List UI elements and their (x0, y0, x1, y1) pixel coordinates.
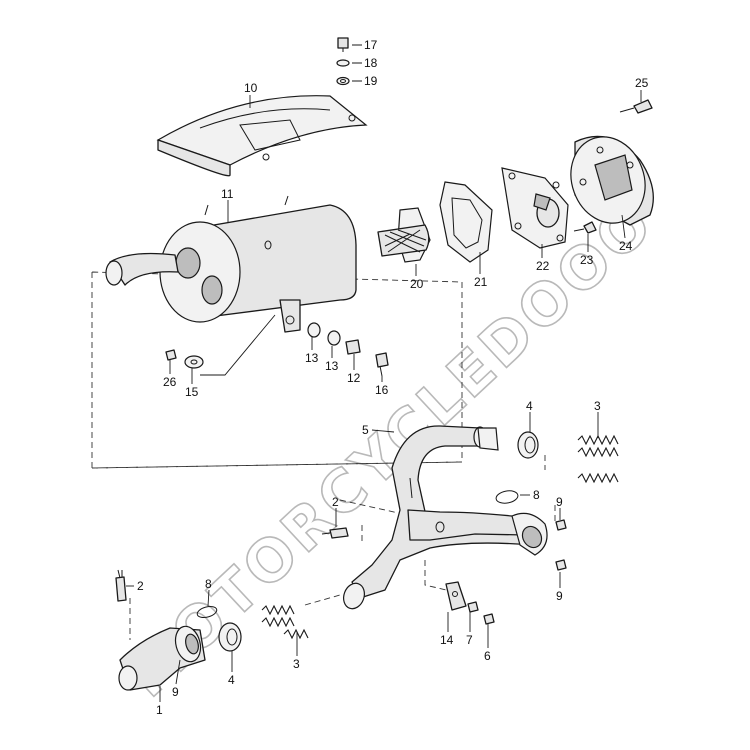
end-cap (570, 135, 654, 226)
callout-10: 10 (244, 81, 258, 95)
callout-20: 20 (410, 277, 424, 291)
callout-9a: 9 (556, 495, 563, 509)
heat-shield (156, 95, 368, 177)
springs-upper (577, 434, 619, 484)
callout-3a: 3 (594, 399, 601, 413)
leader-lines (126, 44, 642, 702)
callout-8a: 8 (533, 488, 540, 502)
callout-22: 22 (536, 259, 550, 273)
nut-9-lower (555, 559, 567, 571)
callout-17: 17 (364, 38, 378, 52)
callout-9c: 9 (172, 685, 179, 699)
springs-lower (261, 604, 309, 640)
callout-26: 26 (163, 375, 177, 389)
front-pipe (118, 625, 206, 691)
callout-16: 16 (375, 383, 389, 397)
bolt-7 (467, 601, 479, 613)
callout-9b: 9 (556, 589, 563, 603)
gasket (439, 181, 493, 263)
callout-5: 5 (362, 423, 369, 437)
callout-13a: 13 (305, 351, 319, 365)
callout-23: 23 (580, 253, 594, 267)
muffler-body (105, 195, 357, 333)
callout-21: 21 (474, 275, 488, 289)
callout-8b: 8 (205, 577, 212, 591)
callout-24: 24 (619, 239, 633, 253)
bolt-25 (619, 99, 653, 114)
seal-ring-lower (218, 622, 242, 652)
header-pipe (343, 425, 548, 610)
callout-3b: 3 (293, 657, 300, 671)
spark-arrestor-screen (377, 207, 431, 263)
callout-25: 25 (635, 76, 649, 90)
callout-labels: 10 11 17 18 19 25 20 21 22 23 24 13 13 1… (137, 38, 649, 717)
callout-1: 1 (156, 703, 163, 717)
nut-9-upper (555, 519, 567, 531)
o-ring-upper (495, 490, 519, 504)
callout-18: 18 (364, 56, 378, 70)
o-ring-lower (196, 606, 218, 618)
hardware-17-18-19 (336, 37, 350, 86)
callout-4b: 4 (228, 673, 235, 687)
callout-7: 7 (466, 633, 473, 647)
bracket-14 (445, 581, 467, 611)
seal-ring-upper (517, 431, 539, 459)
callout-2b: 2 (332, 495, 339, 509)
callout-11: 11 (221, 187, 234, 201)
callout-2a: 2 (137, 579, 144, 593)
callout-12: 12 (347, 371, 361, 385)
callout-14: 14 (440, 633, 454, 647)
callout-13b: 13 (325, 359, 339, 373)
bolt-23 (573, 221, 597, 234)
hardware-13-12-16 (307, 322, 389, 377)
outlet-plate (501, 167, 569, 249)
callout-6: 6 (484, 649, 491, 663)
assembly-dash-lines (91, 271, 556, 640)
oxygen-sensor-mid (321, 527, 349, 539)
callout-4a: 4 (526, 399, 533, 413)
callout-19: 19 (364, 74, 378, 88)
hardware-26-15 (165, 349, 204, 369)
bolt-6 (483, 613, 495, 625)
oxygen-sensor-left (115, 569, 127, 602)
callout-15: 15 (185, 385, 199, 399)
